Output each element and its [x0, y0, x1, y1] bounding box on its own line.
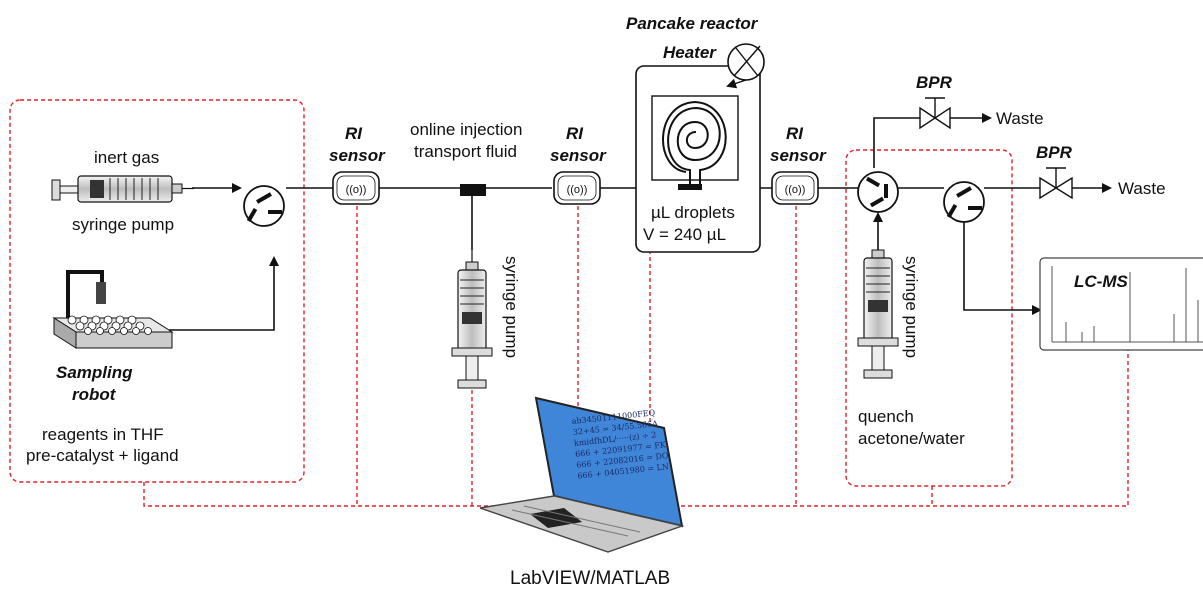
six-port-valve-icon	[243, 185, 285, 227]
heater-label: Heater	[663, 43, 717, 62]
syringe-pump-2-label: syringe pump	[502, 256, 521, 358]
syringe-icon	[451, 250, 493, 389]
pancake-reactor-label: Pancake reactor	[626, 14, 759, 33]
syringe-pump-3-label: syringe pump	[902, 256, 921, 358]
quench-label-line2: acetone/water	[858, 429, 965, 448]
droplets-label-line1: µL droplets	[651, 203, 735, 222]
bpr-2-label: BPR	[1036, 143, 1073, 162]
ri-sensor-3-label-line2: sensor	[770, 146, 827, 165]
bpr-valve-icon	[1039, 167, 1073, 200]
heater-icon	[726, 43, 765, 89]
flow-lines	[150, 113, 1112, 331]
svg-text:((o)): ((o))	[567, 184, 588, 196]
six-port-valve-icon	[857, 171, 899, 213]
droplets-label-line2: V = 240 µL	[643, 225, 726, 244]
reagents-label-line1: reagents in THF	[42, 425, 164, 444]
quench-module-box	[845, 149, 1013, 487]
sampling-robot-label-line1: Sampling	[56, 363, 133, 382]
svg-text:((o)): ((o))	[785, 184, 806, 196]
svg-text:((o)): ((o))	[346, 184, 367, 196]
software-label: LabVIEW/MATLAB	[510, 568, 670, 589]
reactor-connector	[678, 184, 702, 190]
ri-sensor-icon: ((o))	[332, 171, 380, 205]
ri-sensor-1-label-line2: sensor	[329, 146, 386, 165]
chromatogram-icon	[1051, 266, 1203, 343]
online-injection-label-line2: transport fluid	[414, 142, 517, 161]
inert-gas-label: inert gas	[94, 148, 159, 167]
syringe-icon	[51, 175, 194, 203]
quench-label-line1: quench	[858, 407, 914, 426]
sampling-module-box	[9, 99, 305, 483]
bpr-valve-icon	[919, 97, 951, 130]
lcms-window	[1039, 257, 1203, 351]
syringe-icon	[857, 249, 899, 379]
laptop-icon	[479, 396, 685, 553]
online-injection-label-line1: online injection	[410, 120, 522, 139]
syringe-pump-1-label: syringe pump	[72, 215, 174, 234]
ri-sensor-2-label-line1: RI	[566, 124, 584, 143]
six-port-valve-icon	[943, 181, 985, 223]
sampling-robot-label-line2: robot	[72, 385, 117, 404]
bpr-1-label: BPR	[916, 73, 953, 92]
lcms-label: LC-MS	[1074, 272, 1128, 291]
ri-sensor-1-label-line1: RI	[345, 124, 363, 143]
ri-sensor-3-label-line1: RI	[786, 124, 804, 143]
ri-sensor-2-label-line2: sensor	[550, 146, 607, 165]
reagents-label-line2: pre-catalyst + ligand	[26, 446, 179, 465]
ri-sensor-icon: ((o))	[771, 171, 819, 205]
sampling-robot-icon	[52, 270, 174, 349]
tee-junction-icon	[460, 184, 486, 196]
waste-2-label: Waste	[1118, 179, 1166, 198]
spiral-reactor-icon	[662, 100, 727, 184]
ri-sensor-icon: ((o))	[553, 171, 601, 205]
waste-1-label: Waste	[996, 109, 1044, 128]
